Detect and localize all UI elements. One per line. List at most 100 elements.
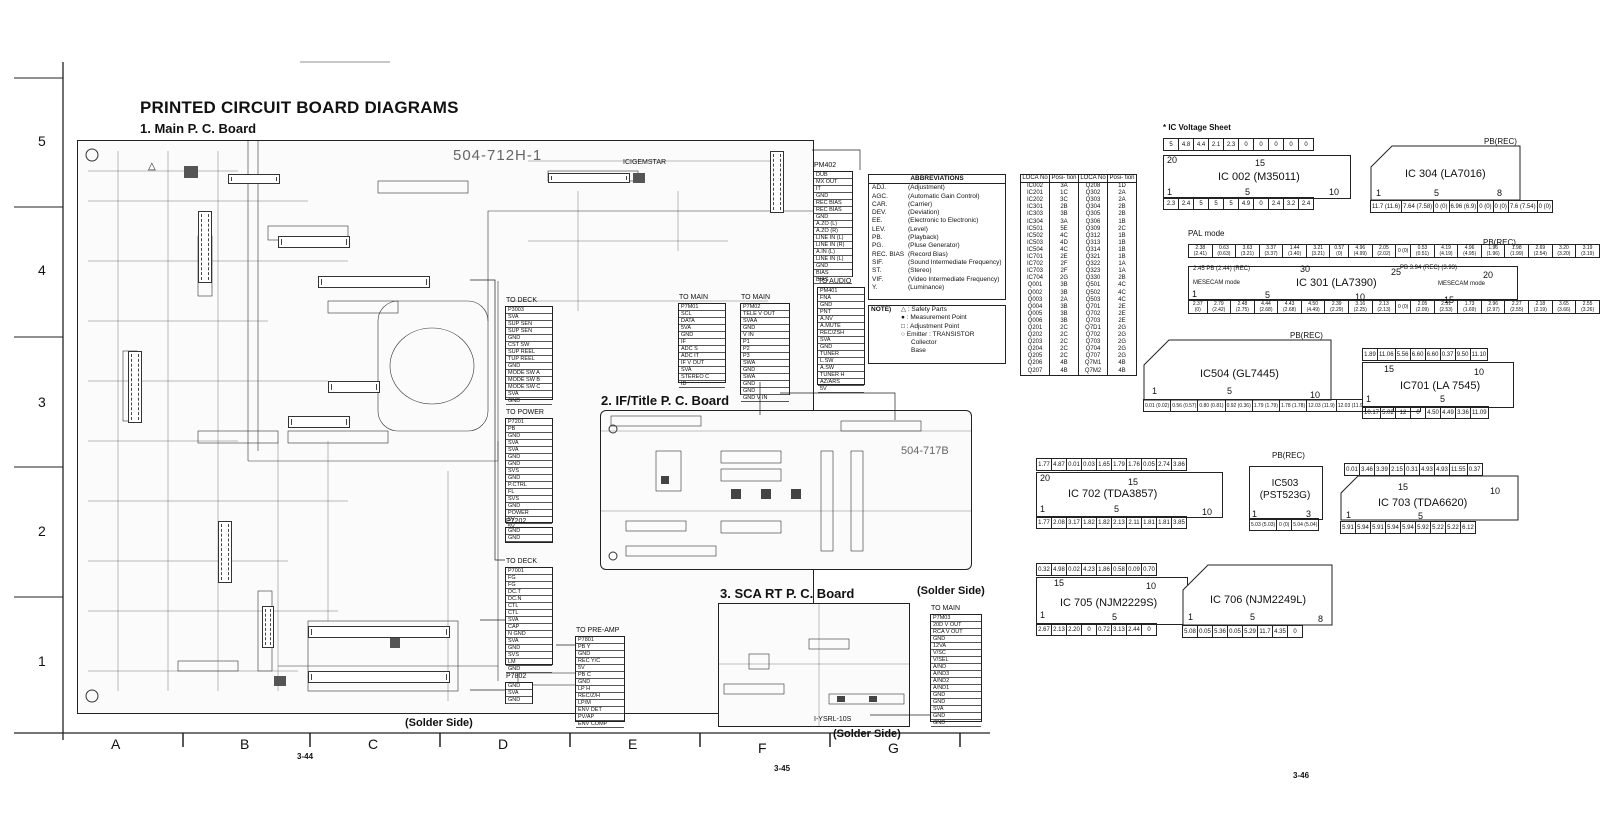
voltage-cell: 2.44 [1126,623,1142,636]
scart-board-title: 3. SCA RT P. C. Board [720,586,855,601]
connector-to-preamp: TO PRE-AMP P7801 PB Y GND REC Y/C 5V PB … [575,627,625,728]
ic-chip [288,416,350,428]
row-label-2: 2 [38,523,46,539]
pin-number: 1 [1346,510,1352,520]
voltage-cell: 2.3 [1163,197,1179,210]
row-label-3: 3 [38,394,46,410]
ic002-name: IC 002 (M35011) [1218,171,1300,183]
ic-chip [308,671,450,683]
voltage-cell: 3.21 (3.21) [1305,244,1331,258]
ic503-pb-rec: PB(REC) [1272,451,1305,460]
main-solder-side: (Solder Side) [405,717,473,729]
abbr-key: ST. [872,267,882,275]
connector-pin: 5V [818,386,864,393]
pal-mode-label: PAL mode [1188,229,1225,238]
connector-pin: PM401 [818,288,864,295]
connector-header: P7202 [506,518,527,525]
connector-to-deck-top: TO DECK P3003 SVA SUP SEN SUP SEN GND CS… [505,297,553,405]
voltage-cell: 2.69 (2.54) [1528,244,1553,258]
voltage-cell: 2.05 (2.02) [1371,244,1397,258]
location-cell: Q313 [1078,239,1108,247]
connector-pin: L.SW [818,358,864,365]
col-label-d: D [498,736,509,752]
connector-pin: CST SW [506,342,552,349]
location-cell: Q003 [1020,296,1050,304]
voltage-cell: 4.19 (4.19) [1433,244,1459,258]
transistor-icon: ○ [901,330,905,338]
voltage-cell: 1.86 [1096,563,1112,576]
note-item: Base [911,347,926,355]
ic304-pb-rec: PB(REC) [1484,137,1517,146]
ic304-name: IC 304 (LA7016) [1405,168,1486,180]
connector-pin: GND [506,398,552,405]
voltage-cell: 3.13 [1111,623,1127,636]
location-cell: 1B [1107,232,1137,240]
pin-number: 20 [1040,473,1051,483]
connector-pin: A/ND [931,664,981,671]
location-cell: Q207 [1020,367,1050,376]
voltage-cell: 4.93 [1419,463,1435,476]
location-cell: Q001 [1020,282,1050,290]
abbr-key: AGC. [872,192,888,200]
voltage-cell: 2.39 (2.29) [1324,300,1349,314]
pin-number: 1 [1152,386,1158,396]
ic301-top-row: 2.38 (2.41)0.63 (0.63)3.63 (3.21)3.37 (3… [1188,244,1600,258]
note-item: : Adjustment Point [906,322,960,330]
connector-pin: GND [506,645,552,652]
main-board-code: 504-712H-1 [453,147,543,164]
note-item: Collector [911,339,937,347]
connector-p7802: P7802 GND SVA GND [505,673,533,704]
location-cell: 4C [1049,246,1079,255]
voltage-cell: 5.56 [1394,348,1411,361]
connector-pin: SVA [818,337,864,344]
location-cell: 2E [1107,317,1137,325]
pin-number: 20 [1167,155,1178,165]
pin-number: 10 [1310,390,1321,400]
location-cell: 2G [1049,275,1079,283]
ic002-body [1163,155,1351,199]
ic504-pb-rec: PB(REC) [1290,331,1323,340]
location-cell: 2B [1107,204,1137,212]
connector-pin: GND [506,535,552,542]
pin-number: 1 [1188,612,1194,622]
location-cell: 3B [1049,317,1079,325]
location-cell: Q322 [1078,261,1108,269]
connector-to-main-a: TO MAIN P7M01 SCL DATA 5VA GND IF ADC S … [678,294,726,388]
location-cell: 2G [1107,332,1137,340]
connector-pin: SWA [741,360,789,367]
col-label-a: A [111,736,121,752]
connector-pin: SVAA [741,318,789,325]
voltage-cell: 1.81 [1156,516,1172,529]
connector-to-main-b: TO MAIN P7M02 TELE V OUT SVAA GND V IN P… [740,294,790,402]
pin-number: 10 [1474,367,1485,377]
voltage-cell: 4.98 [1051,563,1067,576]
if-solder-side: (Solder Side) [917,585,985,597]
connector-pin: GND [506,697,532,704]
connector-header: TO DECK [506,297,537,304]
abbr-key: ADJ. [872,184,887,192]
connector-header: P7802 [506,673,527,680]
connector-pin: SUP SEN [506,321,552,328]
connector-pin: P3 [741,353,789,360]
pin-number: 8 [1318,614,1324,624]
voltage-cell: 12.03 (11.9) [1306,399,1337,412]
connector-pin: 5VA [679,325,725,332]
abbr-value: (Record Bias) [908,250,948,258]
voltage-cell: 6.12 [1460,521,1476,534]
main-board-title: 1. Main P. C. Board [140,121,257,136]
location-cell: Q208 [1078,182,1108,191]
connector-pin: DC.N [506,596,552,603]
connector-pin: ENV DET [576,707,624,714]
voltage-cell: 0 (0) [1395,244,1412,258]
voltage-cell: 0.03 [1081,458,1097,471]
if-pcb-traces [601,415,971,561]
connector-pin: GND [576,651,624,658]
ic705-body [1036,577,1188,625]
